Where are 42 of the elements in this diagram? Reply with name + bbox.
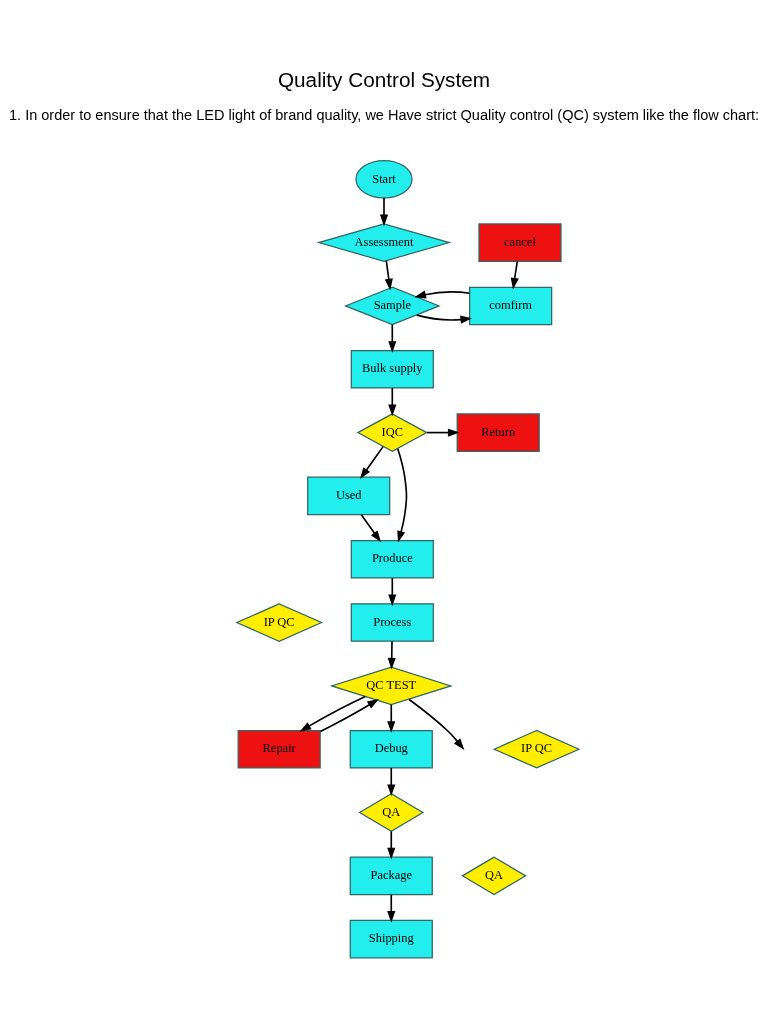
arrow: [387, 893, 396, 923]
arrow: [426, 428, 460, 437]
node-diamond: IP QC: [492, 729, 581, 769]
arrow: [388, 577, 397, 607]
diagram-title: Quality Control System: [277, 67, 491, 91]
arrow: [415, 314, 473, 324]
arrow: [319, 698, 379, 733]
arrow: [359, 445, 384, 480]
arrow: [388, 323, 397, 353]
arrow: [387, 640, 396, 670]
node-diamond: QA: [461, 856, 527, 896]
arrow: [299, 695, 367, 732]
node-diamond: Assessment: [316, 223, 452, 262]
node-box: Used: [307, 476, 391, 516]
node-box: Repair: [237, 729, 321, 769]
node-diamond: QC TEST: [329, 666, 453, 706]
node-diamond: Sample: [343, 286, 441, 326]
node-box: Shipping: [349, 919, 433, 959]
node-diamond: IQC: [356, 413, 429, 452]
node-diamond: QA: [358, 793, 425, 832]
node-box: Debug: [349, 729, 433, 769]
node-diamond: IP QC: [235, 603, 324, 642]
arrow: [387, 830, 396, 860]
arrow: [414, 290, 471, 299]
arrow: [384, 259, 393, 291]
arrow: [408, 698, 465, 750]
node-box: comfirm: [469, 286, 553, 326]
arrow: [360, 513, 382, 543]
node-box: Package: [349, 856, 433, 896]
label: 1. In order to ensure that the LED light of brand quality, we Have strict Quality control (QC) system like the flow chart:: [8, 106, 760, 123]
arrow: [396, 447, 408, 543]
node-box: Produce: [350, 539, 434, 579]
arrow: [379, 197, 389, 227]
arrow: [388, 387, 397, 417]
node-box: Return: [456, 413, 540, 452]
arrow: [387, 767, 396, 797]
node-box: Process: [350, 603, 434, 642]
node-box: cancel: [478, 223, 562, 262]
node-ellipse: Start: [355, 160, 413, 199]
node-box: Bulk supply: [350, 349, 434, 389]
arrow: [387, 703, 396, 733]
arrow: [510, 260, 519, 290]
